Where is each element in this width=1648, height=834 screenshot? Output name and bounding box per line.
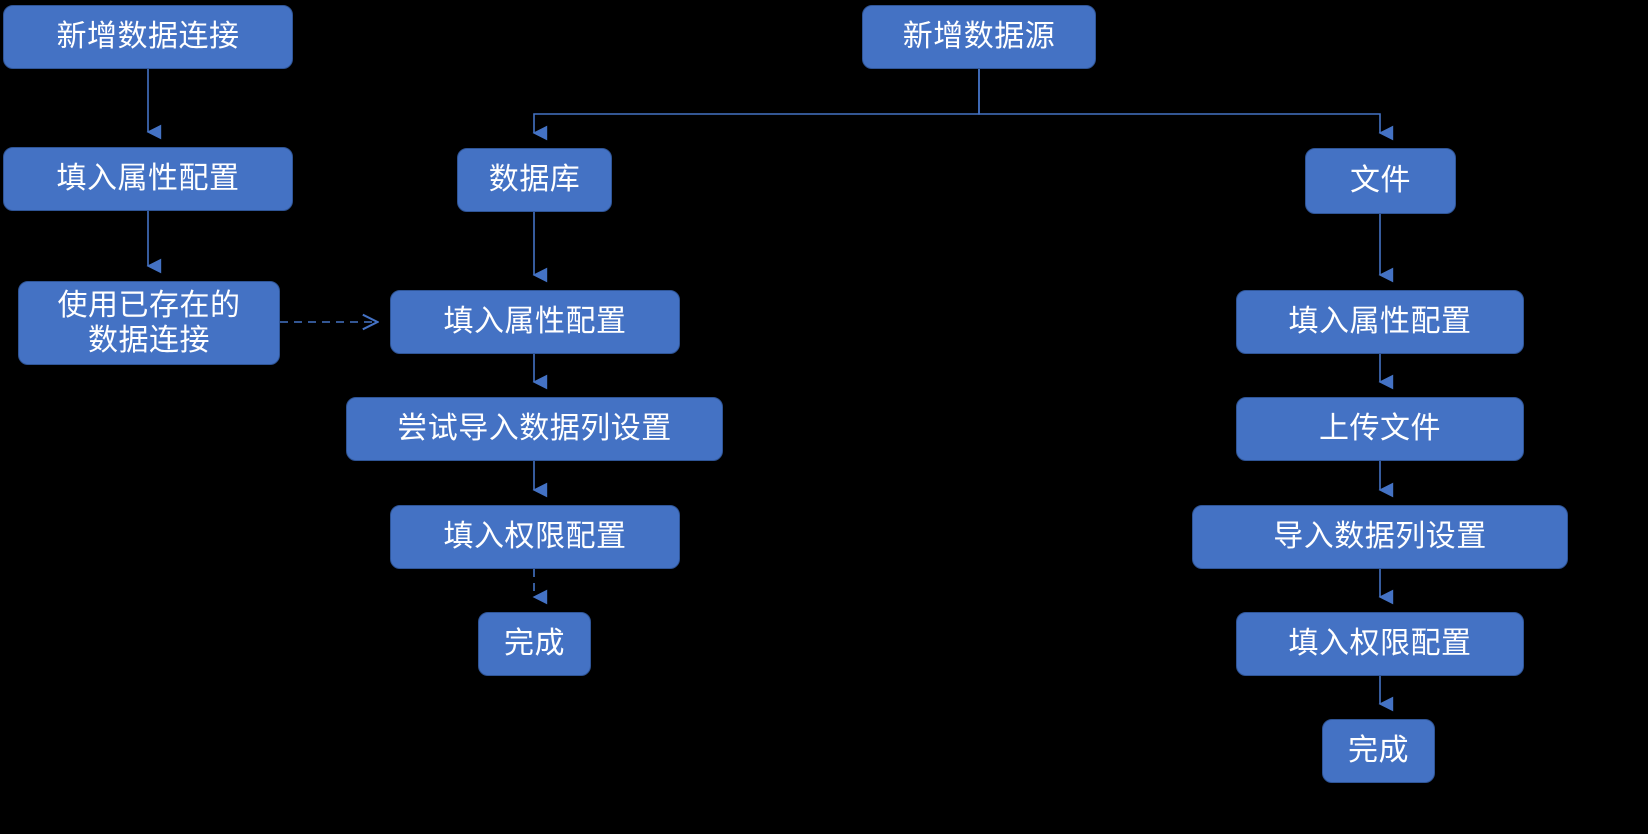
flow-node-label: 填入权限配置	[443, 520, 627, 554]
flow-node-n7[interactable]: 尝试导入数据列设置	[346, 397, 723, 461]
flow-node-label: 完成	[1348, 734, 1409, 768]
flow-node-label: 新增数据连接	[56, 20, 240, 54]
flow-node-label: 填入属性配置	[443, 305, 627, 339]
flow-node-label: 填入属性配置	[56, 162, 240, 196]
flow-node-n4[interactable]: 新增数据源	[862, 5, 1096, 69]
flow-node-n3[interactable]: 使用已存在的 数据连接	[18, 281, 280, 365]
flow-node-n11[interactable]: 填入属性配置	[1236, 290, 1524, 354]
flow-node-label: 尝试导入数据列设置	[397, 412, 672, 446]
flow-node-n15[interactable]: 完成	[1322, 719, 1435, 783]
flow-node-label: 填入权限配置	[1288, 627, 1472, 661]
flow-node-label: 上传文件	[1319, 412, 1441, 446]
flow-node-label: 数据库	[488, 163, 581, 197]
flow-node-n6[interactable]: 填入属性配置	[390, 290, 680, 354]
flow-node-label: 使用已存在的 数据连接	[57, 288, 241, 357]
edge-group	[146, 69, 1394, 712]
flow-node-n8[interactable]: 填入权限配置	[390, 505, 680, 569]
flow-node-n13[interactable]: 导入数据列设置	[1192, 505, 1568, 569]
flow-node-label: 完成	[504, 627, 565, 661]
flow-node-n2[interactable]: 填入属性配置	[3, 147, 293, 211]
edge-e4	[532, 69, 980, 141]
flow-node-n1[interactable]: 新增数据连接	[3, 5, 293, 69]
flow-node-n12[interactable]: 上传文件	[1236, 397, 1524, 461]
flow-node-n5[interactable]: 数据库	[457, 148, 612, 212]
flow-node-label: 文件	[1350, 164, 1411, 198]
flow-node-n14[interactable]: 填入权限配置	[1236, 612, 1524, 676]
flow-node-label: 导入数据列设置	[1273, 520, 1487, 554]
flow-node-label: 填入属性配置	[1288, 305, 1472, 339]
flow-node-label: 新增数据源	[902, 20, 1056, 54]
flow-node-n9[interactable]: 完成	[478, 612, 591, 676]
flow-node-n10[interactable]: 文件	[1305, 148, 1456, 214]
edge-e5	[978, 69, 1394, 141]
